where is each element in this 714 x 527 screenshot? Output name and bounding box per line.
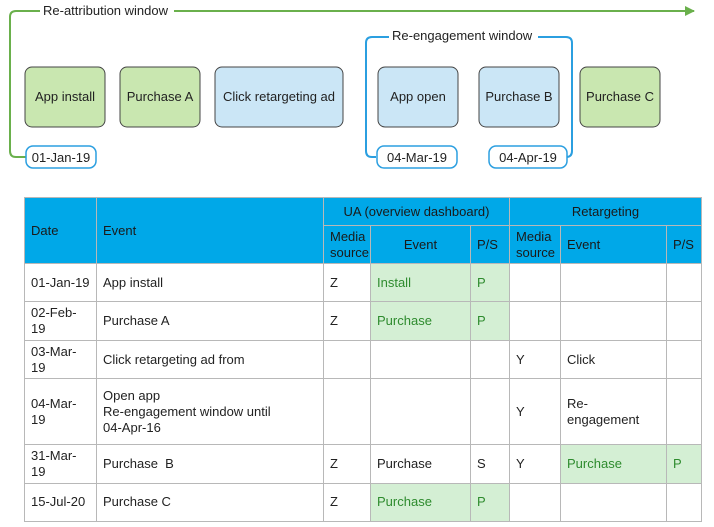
svg-text:01-Jan-19: 01-Jan-19 [32, 150, 91, 165]
svg-text:04-Apr-19: 04-Apr-19 [499, 150, 557, 165]
event-box-purchase-b: Purchase B [478, 66, 560, 128]
reattribution-window-line [9, 6, 695, 158]
svg-text:Purchase C: Purchase C [586, 89, 654, 104]
header-ua-media-source: Media source [323, 225, 371, 264]
table-row: 15-Jul-20 Purchase C Z Purchase P [24, 482, 703, 522]
header-date: Date [24, 197, 97, 264]
header-rt-event: Event [560, 225, 668, 264]
svg-text:04-Mar-19: 04-Mar-19 [387, 150, 447, 165]
table-row: 01-Jan-19 App install Z Install P [24, 262, 703, 303]
svg-text:App open: App open [390, 89, 446, 104]
header-retargeting-group: Retargeting [509, 197, 703, 226]
table-row: 04-Mar-19 Open app Re-engagement window … [24, 378, 703, 446]
reengagement-window-label: Re-engagement window [392, 28, 533, 43]
event-box-app-install: App install [24, 66, 106, 128]
header-ua-group: UA (overview dashboard) [322, 197, 511, 226]
table-row: 03-Mar-19 Click retargeting ad from Y Cl… [24, 339, 703, 380]
svg-text:Purchase A: Purchase A [127, 89, 194, 104]
event-box-purchase-a: Purchase A [119, 66, 201, 128]
svg-text:Purchase B: Purchase B [485, 89, 552, 104]
date-badge-start: 01-Jan-19 [25, 145, 97, 169]
header-event: Event [96, 197, 324, 264]
header-rt-media-source: Media source [509, 225, 562, 264]
svg-text:App install: App install [35, 89, 95, 104]
timeline-diagram: Re-attribution window Re-engagement wind… [9, 3, 695, 169]
date-badge-reengagement-end: 04-Apr-19 [488, 145, 568, 169]
table-row: 31-Mar-19 Purchase B Z Purchase S Y Purc… [24, 444, 703, 484]
header-ua-ps: P/S [469, 225, 511, 264]
attribution-table: Date Event UA (overview dashboard) Retar… [24, 197, 703, 522]
date-badge-reengagement-start: 04-Mar-19 [376, 145, 458, 169]
table-row: 02-Feb-19 Purchase A Z Purchase P [24, 301, 703, 341]
event-box-click-retargeting-ad: Click retargeting ad [214, 66, 344, 128]
header-ua-event: Event [370, 225, 471, 264]
event-box-app-open: App open [377, 66, 459, 128]
svg-text:Click retargeting ad: Click retargeting ad [223, 89, 335, 104]
reattribution-window-label: Re-attribution window [43, 3, 169, 18]
header-rt-ps: P/S [666, 225, 703, 264]
event-box-purchase-c: Purchase C [579, 66, 661, 128]
